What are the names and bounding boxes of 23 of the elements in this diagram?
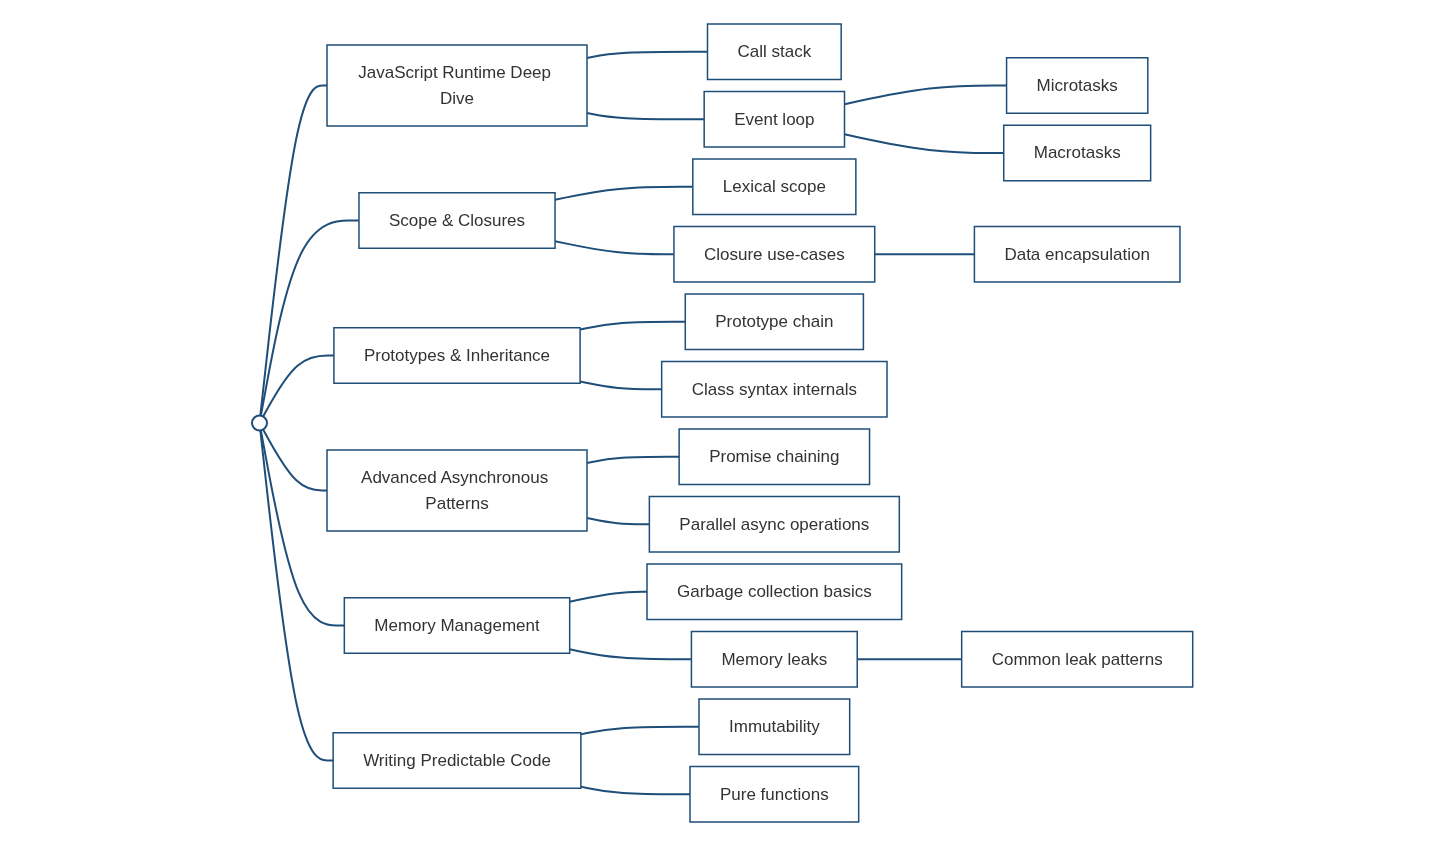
node-box: Memory leaks <box>690 630 859 688</box>
node-circle <box>251 414 269 432</box>
node-box: Lexical scope <box>692 158 857 216</box>
node-box: Promise chaining <box>678 428 871 486</box>
node-box: Advanced Asynchronous Patterns <box>326 449 588 532</box>
node-box: Garbage collection basics <box>646 563 903 621</box>
node-box: Common leak patterns <box>961 630 1194 688</box>
node-box: JavaScript Runtime Deep Dive <box>326 44 588 127</box>
node-box: Closure use-cases <box>673 225 876 283</box>
node-box: Class syntax internals <box>661 360 888 418</box>
node-box: Macrotasks <box>1003 124 1152 182</box>
node-box: Event loop <box>703 90 846 148</box>
node-box: Immutability <box>698 698 851 756</box>
node-box: Pure functions <box>689 765 860 823</box>
node-box: Data encapsulation <box>973 225 1181 283</box>
node-box: Call stack <box>706 23 843 81</box>
node-box: Scope & Closures <box>358 192 556 249</box>
node-box: Parallel async operations <box>648 495 901 553</box>
node-box: Prototypes & Inheritance <box>333 327 581 384</box>
node-box: Prototype chain <box>684 293 865 351</box>
node-box: Microtasks <box>1005 57 1149 114</box>
node-box: Writing Predictable Code <box>332 732 582 789</box>
node-box: Memory Management <box>343 597 571 654</box>
